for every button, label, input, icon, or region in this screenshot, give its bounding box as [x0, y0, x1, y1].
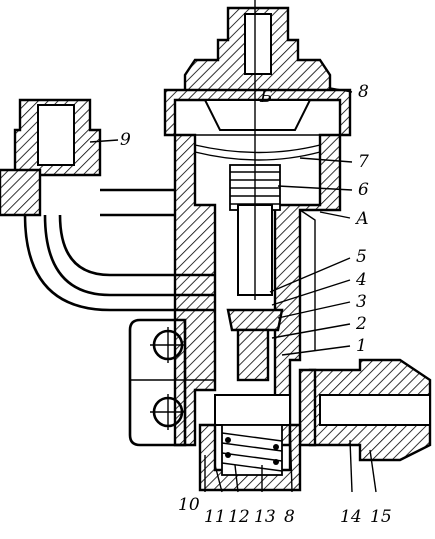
callout-9: 9 — [120, 130, 131, 150]
callout-10: 10 — [178, 495, 200, 515]
callout-1: 1 — [356, 336, 367, 356]
callout-15: 15 — [370, 507, 392, 527]
central-stem — [226, 0, 284, 382]
callout-labels: 8 7 6 А 5 4 3 2 1 9 Б 10 11 12 13 8 14 1… — [120, 82, 392, 527]
callout-12: 12 — [228, 507, 250, 527]
callout-6: 6 — [358, 180, 369, 200]
leader-lines — [89, 87, 377, 493]
callout-11: 11 — [204, 507, 226, 527]
callout-4: 4 — [355, 270, 367, 290]
callout-a: А — [355, 209, 369, 229]
callout-14: 14 — [340, 507, 362, 527]
callout-2: 2 — [355, 314, 367, 334]
callout-b: Б — [259, 87, 273, 107]
right-fitting — [214, 358, 432, 462]
callout-8-bottom: 8 — [284, 507, 295, 527]
callout-5: 5 — [356, 247, 367, 267]
callout-8-top: 8 — [358, 82, 369, 102]
callout-13: 13 — [254, 507, 276, 527]
callout-7: 7 — [358, 152, 369, 172]
upper-cap — [163, 88, 352, 161]
callout-3: 3 — [356, 292, 367, 312]
mounting-flange — [128, 318, 215, 447]
side-pipe — [0, 98, 215, 312]
top-fitting — [183, 6, 332, 97]
